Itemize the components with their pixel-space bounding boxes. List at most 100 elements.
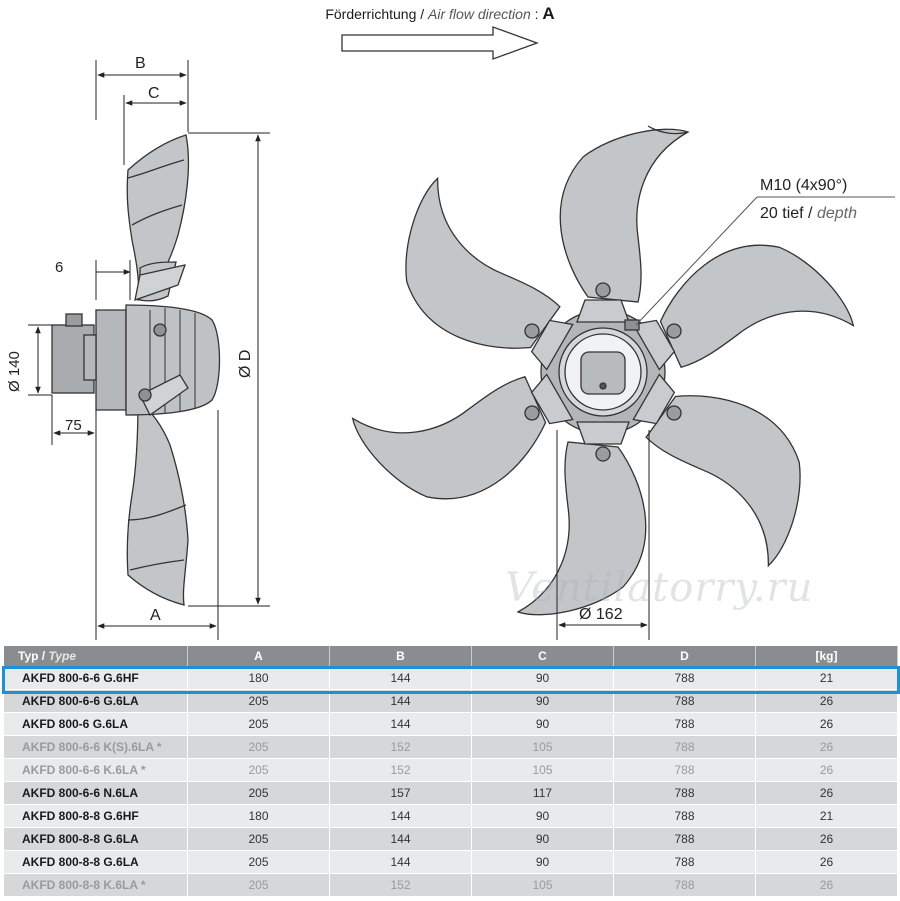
- drawing-canvas: B C 6 Ø 140 75 A Ø D: [6, 26, 895, 640]
- airflow-label-de: Förderrichtung /: [325, 6, 425, 22]
- table-row[interactable]: AKFD 800-8-8 G.6LA 205 144 90 788 26: [4, 850, 898, 873]
- cell-b: 144: [330, 666, 472, 689]
- dim-c-label: C: [148, 85, 160, 102]
- fan-blade: [405, 176, 561, 349]
- cell-kg: 21: [756, 804, 898, 827]
- side-view: [51, 134, 221, 606]
- table-row[interactable]: AKFD 800-8-8 G.6LA 205 144 90 788 26: [4, 827, 898, 850]
- cell-kg: 26: [756, 712, 898, 735]
- cell-c: 90: [472, 689, 614, 712]
- column-header-type: Typ / Type: [4, 646, 188, 666]
- dim-b-label: B: [135, 55, 146, 72]
- table-row[interactable]: AKFD 800-8-8 G.6HF 180 144 90 788 21: [4, 804, 898, 827]
- cell-a: 180: [188, 804, 330, 827]
- table-row[interactable]: AKFD 800-6-6 K.6LA * 205 152 105 788 26: [4, 758, 898, 781]
- cell-c: 117: [472, 781, 614, 804]
- cell-b: 152: [330, 758, 472, 781]
- front-view-impeller: [351, 125, 855, 616]
- fan-blade: [645, 395, 801, 568]
- table-header-row: Typ / Type A B C D [kg]: [4, 646, 898, 666]
- table-row[interactable]: AKFD 800-6-6 G.6HF 180 144 90 788 21: [4, 666, 898, 689]
- airflow-label-en: Air flow direction: [428, 6, 531, 22]
- fan-blade: [559, 125, 690, 303]
- cell-type: AKFD 800-8-8 G.6LA: [4, 850, 188, 873]
- dim-diameter-d-label: Ø D: [237, 350, 254, 378]
- technical-drawing: Förderrichtung / Air flow direction : A: [0, 4, 895, 640]
- cell-type: AKFD 800-6 G.6LA: [4, 712, 188, 735]
- cell-type: AKFD 800-8-8 G.6LA: [4, 827, 188, 850]
- cell-kg: 26: [756, 827, 898, 850]
- cell-c: 105: [472, 873, 614, 896]
- fan-blade: [516, 441, 647, 616]
- cell-d: 788: [614, 827, 756, 850]
- dim-d140-label: Ø 140: [6, 351, 23, 392]
- cell-d: 788: [614, 850, 756, 873]
- table-row[interactable]: AKFD 800-8-8 K.6LA * 205 152 105 788 26: [4, 873, 898, 896]
- cell-a: 205: [188, 712, 330, 735]
- column-header-a: A: [188, 646, 330, 666]
- cell-b: 152: [330, 873, 472, 896]
- table-row[interactable]: AKFD 800-6-6 G.6LA 205 144 90 788 26: [4, 689, 898, 712]
- cell-d: 788: [614, 712, 756, 735]
- callout-thread-label: M10 (4x90°): [760, 177, 847, 194]
- cell-d: 788: [614, 735, 756, 758]
- table-row[interactable]: AKFD 800-6 G.6LA 205 144 90 788 26: [4, 712, 898, 735]
- dim-d162-label: Ø 162: [579, 606, 623, 623]
- column-header-d: D: [614, 646, 756, 666]
- airflow-colon: :: [534, 6, 539, 22]
- cell-a: 205: [188, 827, 330, 850]
- cell-b: 144: [330, 804, 472, 827]
- dim-75-label: 75: [65, 417, 82, 434]
- cell-d: 788: [614, 781, 756, 804]
- table-row[interactable]: AKFD 800-6-6 K(S).6LA * 205 152 105 788 …: [4, 735, 898, 758]
- cell-b: 144: [330, 850, 472, 873]
- side-dimensions: [28, 60, 270, 640]
- airflow-direction-label: Förderrichtung / Air flow direction : A: [0, 4, 880, 24]
- cell-kg: 26: [756, 873, 898, 896]
- cell-c: 90: [472, 666, 614, 689]
- cell-c: 90: [472, 712, 614, 735]
- callout-leader: [635, 196, 895, 326]
- hub: [524, 282, 682, 462]
- airflow-letter: A: [542, 4, 555, 23]
- cell-kg: 26: [756, 689, 898, 712]
- table-row[interactable]: AKFD 800-6-6 N.6LA 205 157 117 788 26: [4, 781, 898, 804]
- cell-b: 144: [330, 712, 472, 735]
- callout-depth-label: 20 tief / depth: [760, 205, 857, 222]
- cell-b: 144: [330, 827, 472, 850]
- cell-kg: 21: [756, 666, 898, 689]
- cell-a: 205: [188, 735, 330, 758]
- cell-kg: 26: [756, 758, 898, 781]
- cell-a: 205: [188, 689, 330, 712]
- dim-a-label: A: [150, 607, 161, 624]
- fan-blade: [351, 375, 547, 500]
- cell-kg: 26: [756, 850, 898, 873]
- cell-c: 90: [472, 827, 614, 850]
- cell-type: AKFD 800-8-8 G.6HF: [4, 804, 188, 827]
- cell-type: AKFD 800-6-6 K.6LA *: [4, 758, 188, 781]
- cell-kg: 26: [756, 781, 898, 804]
- cell-c: 105: [472, 735, 614, 758]
- spec-table: Typ / Type A B C D [kg] AKFD 800-6-6 G.6…: [4, 646, 898, 896]
- dim-6-label: 6: [55, 259, 63, 276]
- column-header-c: C: [472, 646, 614, 666]
- cell-d: 788: [614, 873, 756, 896]
- cell-type: AKFD 800-6-6 N.6LA: [4, 781, 188, 804]
- column-header-b: B: [330, 646, 472, 666]
- cell-type: AKFD 800-6-6 G.6HF: [4, 666, 188, 689]
- fan-blade: [659, 244, 855, 369]
- cell-c: 90: [472, 850, 614, 873]
- cell-a: 205: [188, 781, 330, 804]
- cell-kg: 26: [756, 735, 898, 758]
- cell-c: 105: [472, 758, 614, 781]
- cell-d: 788: [614, 666, 756, 689]
- cell-b: 152: [330, 735, 472, 758]
- cell-a: 205: [188, 850, 330, 873]
- cell-type: AKFD 800-6-6 K(S).6LA *: [4, 735, 188, 758]
- cell-d: 788: [614, 689, 756, 712]
- cell-d: 788: [614, 758, 756, 781]
- cell-c: 90: [472, 804, 614, 827]
- cell-a: 205: [188, 758, 330, 781]
- cell-d: 788: [614, 804, 756, 827]
- cell-a: 180: [188, 666, 330, 689]
